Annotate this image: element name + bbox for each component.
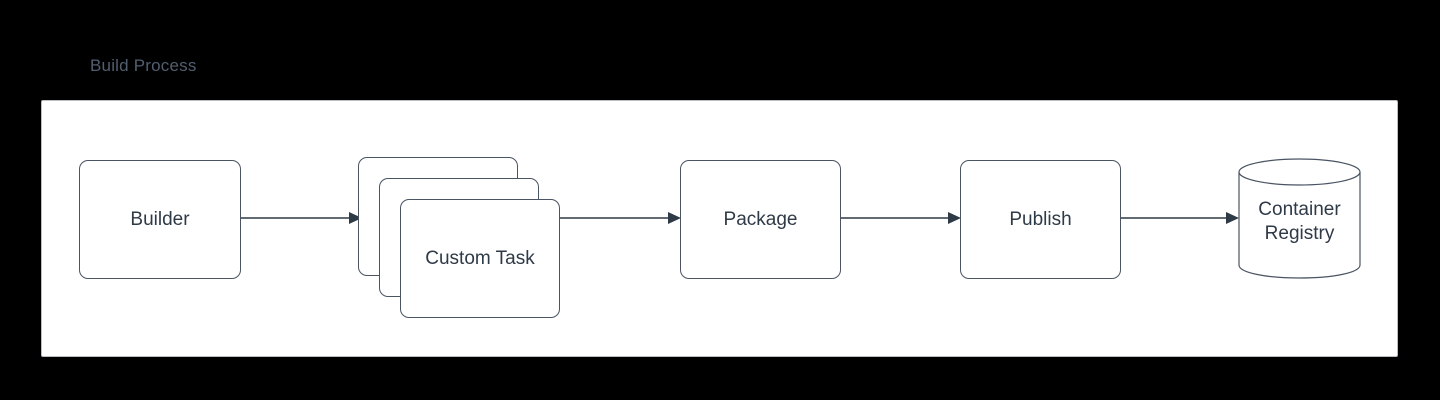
edge-publish-to-container-registry (1121, 208, 1240, 228)
node-container-registry-label: Container Registry (1238, 198, 1361, 247)
node-custom-task-stack[interactable]: Custom Task Custom Task Custom Task (358, 157, 578, 332)
node-package-label: Package (723, 208, 798, 230)
node-container-registry-label-line2: Registry (1264, 223, 1335, 245)
node-builder-label: Builder (130, 208, 190, 230)
group-title: Build Process (90, 56, 197, 75)
node-custom-task-card-front[interactable]: Custom Task (400, 199, 560, 318)
node-package[interactable]: Package (680, 160, 841, 279)
cylinder-shape (1238, 158, 1361, 279)
edge-package-to-publish (841, 208, 962, 228)
node-publish-label: Publish (1009, 208, 1072, 230)
edge-builder-to-custom-task (241, 208, 363, 228)
node-publish[interactable]: Publish (960, 160, 1121, 279)
node-container-registry-label-line1: Container (1258, 199, 1341, 220)
node-custom-task-label: Custom Task (425, 247, 535, 269)
edge-custom-task-to-package (560, 208, 682, 228)
node-container-registry[interactable]: Container Registry (1238, 158, 1361, 279)
node-builder[interactable]: Builder (79, 160, 241, 279)
